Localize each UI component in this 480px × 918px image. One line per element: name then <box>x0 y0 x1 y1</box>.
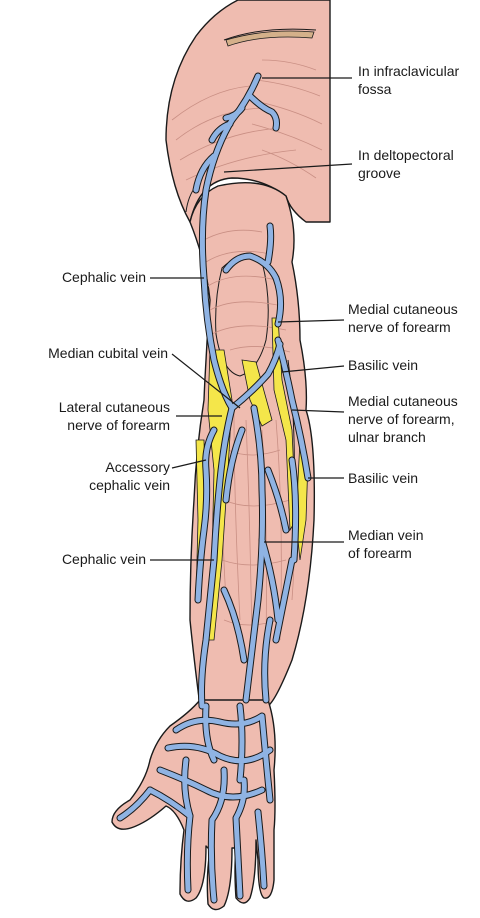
label-medial-cutaneous-nerve: Medial cutaneous nerve of forearm <box>348 301 458 335</box>
leader-medial-cutaneous <box>277 319 345 323</box>
leader-median-cubital <box>171 353 241 409</box>
label-medial-cutaneous-ulnar-branch: Medial cutaneous nerve of forearm, ulnar… <box>348 393 458 445</box>
label-accessory-cephalic-vein: Accessory cephalic vein <box>89 459 170 493</box>
label-median-vein-of-forearm: Median vein of forearm <box>348 527 424 561</box>
leader-accessory-cephalic <box>171 459 207 469</box>
label-infraclavicular-fossa: In infraclavicular fossa <box>358 63 460 97</box>
basilic-vein-upper <box>223 223 311 481</box>
label-cephalic-vein-lower: Cephalic vein <box>61 551 146 567</box>
accessory-cephalic-vein <box>195 427 217 603</box>
hand-dorsal-arch <box>147 703 273 819</box>
median-cubital-vein <box>229 341 283 411</box>
leader-basilic-upper <box>281 365 345 373</box>
label-deltopectoral-groove: In deltopectoral groove <box>358 147 454 181</box>
cephalic-vein-upper <box>199 73 261 411</box>
leader-medial-cutaneous-ulnar <box>291 409 345 413</box>
label-median-cubital-vein: Median cubital vein <box>48 345 168 361</box>
label-cephalic-vein-upper: Cephalic vein <box>61 269 146 285</box>
label-basilic-vein-upper: Basilic vein <box>348 357 419 373</box>
label-lateral-cutaneous-nerve: Lateral cutaneous nerve of forearm <box>58 399 170 433</box>
forearm-branches <box>221 427 299 703</box>
leader-deltopectoral <box>223 163 353 173</box>
hand-digital-veins <box>117 757 267 903</box>
venous-network <box>116 72 312 904</box>
leader-lines <box>150 77 353 561</box>
infraclavicular-branches <box>193 93 279 193</box>
label-basilic-vein-lower: Basilic vein <box>348 470 419 486</box>
